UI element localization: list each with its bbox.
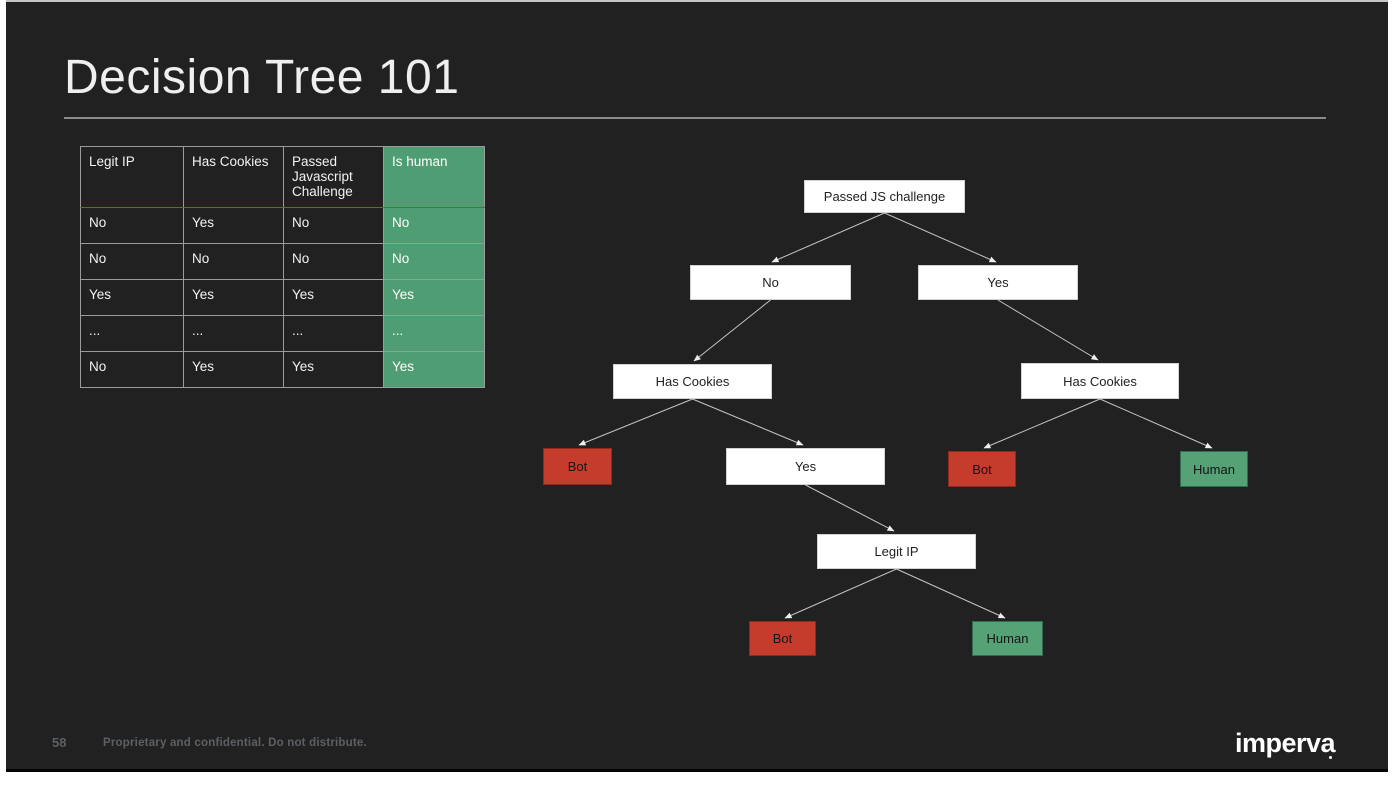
tree-edges	[578, 212, 1213, 619]
tree-leaf-human-right: Human	[1180, 451, 1248, 487]
table-cell: ...	[183, 315, 284, 352]
table-cell: ...	[283, 315, 384, 352]
slide: Decision Tree 101 Legit IP Has Cookies P…	[6, 0, 1388, 772]
tree-node-no: No	[690, 265, 851, 300]
tree-node-yes-mid: Yes	[726, 448, 885, 485]
table-row: No Yes Yes Yes	[80, 351, 485, 388]
imperva-logo: imperva	[1235, 728, 1336, 759]
tree-edge-cookiesR-human	[1099, 398, 1213, 449]
footer-disclaimer: Proprietary and confidential. Do not dis…	[103, 737, 367, 749]
page-number: 58	[52, 735, 67, 750]
table-header-passed-js: Passed Javascript Challenge	[283, 146, 384, 208]
table-cell: ...	[80, 315, 184, 352]
tree-node-has-cookies-left: Has Cookies	[613, 364, 772, 399]
table-cell: No	[283, 207, 384, 244]
tree-node-passed-js-challenge: Passed JS challenge	[804, 180, 965, 213]
tree-edge-root-yes	[884, 212, 997, 263]
tree-node-legit-ip: Legit IP	[817, 534, 976, 569]
table-cell: Yes	[183, 207, 284, 244]
table-cell: No	[80, 351, 184, 388]
table-cell: Yes	[183, 351, 284, 388]
table-cell-is-human: No	[383, 207, 485, 244]
tree-node-yes: Yes	[918, 265, 1078, 300]
tree-edge-cookiesR-bot	[983, 398, 1101, 449]
tree-edge-cookiesL-bot	[578, 398, 693, 446]
slide-title: Decision Tree 101	[64, 51, 460, 104]
tree-edge-legit-bot	[784, 568, 897, 619]
tree-edge-legit-human	[896, 568, 1006, 619]
tree-edge-yes-legit	[805, 484, 895, 532]
table-cell: Yes	[183, 279, 284, 316]
tree-leaf-bot-left: Bot	[543, 448, 612, 485]
table-cell-is-human: Yes	[383, 351, 485, 388]
tree-edge-yes-cookies	[997, 299, 1099, 361]
title-divider	[64, 117, 1326, 119]
table-cell: Yes	[283, 351, 384, 388]
tree-leaf-human-bottom: Human	[972, 621, 1043, 656]
tree-leaf-bot-bottom: Bot	[749, 621, 816, 656]
table-header-is-human: Is human	[383, 146, 485, 208]
table-cell-is-human: No	[383, 243, 485, 280]
tree-edge-cookiesL-yes	[692, 398, 804, 446]
imperva-logo-dot-icon	[1329, 756, 1333, 759]
table-header-row: Legit IP Has Cookies Passed Javascript C…	[80, 146, 485, 208]
table-cell: No	[80, 207, 184, 244]
table-row: No Yes No No	[80, 207, 485, 244]
table-row: No No No No	[80, 243, 485, 280]
table-cell: No	[283, 243, 384, 280]
table-header-legit-ip: Legit IP	[80, 146, 184, 208]
table-cell: No	[183, 243, 284, 280]
tree-edge-root-no	[771, 212, 885, 263]
tree-node-has-cookies-right: Has Cookies	[1021, 363, 1179, 399]
tree-edge-no-cookies	[693, 299, 771, 362]
table-cell: Yes	[80, 279, 184, 316]
table-row: Yes Yes Yes Yes	[80, 279, 485, 316]
tree-leaf-bot-right: Bot	[948, 451, 1016, 487]
imperva-logo-text: imperva	[1235, 728, 1336, 758]
truth-table: Legit IP Has Cookies Passed Javascript C…	[80, 146, 485, 388]
